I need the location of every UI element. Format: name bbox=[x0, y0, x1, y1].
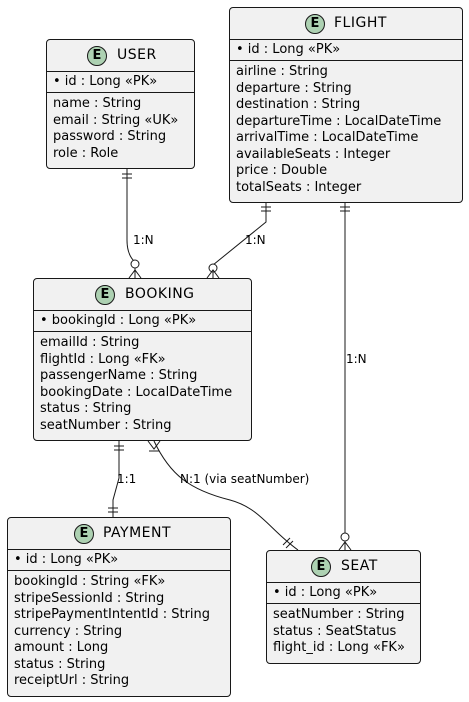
entity-badge-icon: E bbox=[311, 557, 331, 577]
entity-field: status : SeatStatus bbox=[273, 623, 397, 639]
crow-many-mark bbox=[128, 269, 142, 279]
entity-field: destination : String bbox=[236, 97, 361, 112]
entity-field: role : Role bbox=[53, 145, 119, 161]
entity-field: departure : String bbox=[236, 80, 352, 96]
rel-label-booking-payment: 1:1 bbox=[117, 472, 137, 486]
entity-field: price : Double bbox=[236, 163, 328, 178]
entity-header: E BOOKING bbox=[34, 279, 251, 311]
crow-zero-mark bbox=[208, 263, 218, 273]
entity-field: emailId : String bbox=[40, 335, 140, 350]
entity-field: seatNumber : String bbox=[40, 417, 172, 433]
entity-field: name : String bbox=[53, 96, 142, 111]
entity-field: amount : Long bbox=[14, 640, 109, 655]
crow-one-mark bbox=[282, 537, 291, 546]
entity-title: USER bbox=[117, 47, 157, 63]
entity-primary-key: • bookingId : Long «PK» bbox=[34, 311, 251, 332]
entity-primary-key: • id : Long «PK» bbox=[47, 72, 194, 93]
entity-field: bookingId : String «FK» bbox=[14, 574, 166, 589]
entity-user: E USER • id : Long «PK» name : String em… bbox=[46, 39, 195, 169]
entity-title: BOOKING bbox=[125, 286, 195, 302]
entity-fields: emailId : String flightId : Long «FK» pa… bbox=[34, 332, 251, 438]
entity-fields: bookingId : String «FK» stripeSessionId … bbox=[8, 571, 230, 694]
entity-field: airline : String bbox=[236, 64, 328, 79]
entity-fields: airline : String departure : String dest… bbox=[230, 61, 462, 200]
entity-field: password : String bbox=[53, 129, 167, 144]
entity-fields: name : String email : String «UK» passwo… bbox=[47, 93, 194, 166]
entity-field: seatNumber : String bbox=[273, 607, 405, 622]
entity-field: bookingDate : LocalDateTime bbox=[40, 384, 233, 400]
rel-label-flight-seat: 1:N bbox=[346, 352, 367, 366]
entity-badge-icon: E bbox=[74, 524, 94, 544]
entity-badge-icon: E bbox=[87, 46, 107, 66]
rel-label-booking-seat: N:1 (via seatNumber) bbox=[180, 472, 310, 486]
crow-many-mark bbox=[206, 269, 220, 279]
entity-badge-icon: E bbox=[95, 285, 115, 305]
entity-primary-key: • id : Long «PK» bbox=[230, 40, 462, 61]
crow-many-mark bbox=[338, 541, 352, 551]
entity-payment: E PAYMENT • id : Long «PK» bookingId : S… bbox=[7, 517, 231, 697]
entity-fields: seatNumber : String status : SeatStatus … bbox=[267, 604, 420, 661]
entity-field: totalSeats : Integer bbox=[236, 179, 362, 195]
entity-field: availableSeats : Integer bbox=[236, 146, 391, 162]
entity-field: currency : String bbox=[14, 623, 123, 639]
entity-field: stripeSessionId : String bbox=[14, 590, 165, 606]
entity-field: departureTime : LocalDateTime bbox=[236, 113, 442, 129]
entity-field: status : String bbox=[14, 656, 106, 672]
entity-primary-key: • id : Long «PK» bbox=[267, 583, 420, 604]
entity-title: SEAT bbox=[341, 558, 378, 574]
entity-header: E SEAT bbox=[267, 551, 420, 583]
rel-label-flight-booking: 1:N bbox=[245, 233, 266, 247]
entity-field: status : String bbox=[40, 401, 132, 416]
entity-title: PAYMENT bbox=[103, 525, 172, 541]
entity-field: flight_id : Long «FK» bbox=[273, 640, 405, 655]
entity-field: email : String «UK» bbox=[53, 112, 179, 128]
entity-field: arrivalTime : LocalDateTime bbox=[236, 130, 419, 145]
crow-zero-mark bbox=[340, 532, 350, 542]
entity-field: stripePaymentIntentId : String bbox=[14, 607, 211, 622]
entity-seat: E SEAT • id : Long «PK» seatNumber : Str… bbox=[266, 550, 421, 664]
entity-header: E PAYMENT bbox=[8, 518, 230, 550]
rel-booking-seat-line bbox=[153, 440, 299, 551]
entity-header: E USER bbox=[47, 40, 194, 72]
entity-booking: E BOOKING • bookingId : Long «PK» emailI… bbox=[33, 278, 252, 441]
entity-primary-key: • id : Long «PK» bbox=[8, 550, 230, 571]
entity-badge-icon: E bbox=[305, 14, 325, 34]
rel-label-user-booking: 1:N bbox=[133, 233, 154, 247]
entity-field: flightId : Long «FK» bbox=[40, 351, 166, 367]
crow-one-mark bbox=[285, 540, 294, 549]
crow-zero-mark bbox=[130, 259, 140, 269]
entity-title: FLIGHT bbox=[334, 15, 387, 31]
entity-flight: E FLIGHT • id : Long «PK» airline : Stri… bbox=[229, 7, 463, 203]
entity-field: receiptUrl : String bbox=[14, 673, 130, 688]
crow-many-mark bbox=[147, 440, 161, 450]
entity-field: passengerName : String bbox=[40, 368, 198, 383]
entity-header: E FLIGHT bbox=[230, 8, 462, 40]
